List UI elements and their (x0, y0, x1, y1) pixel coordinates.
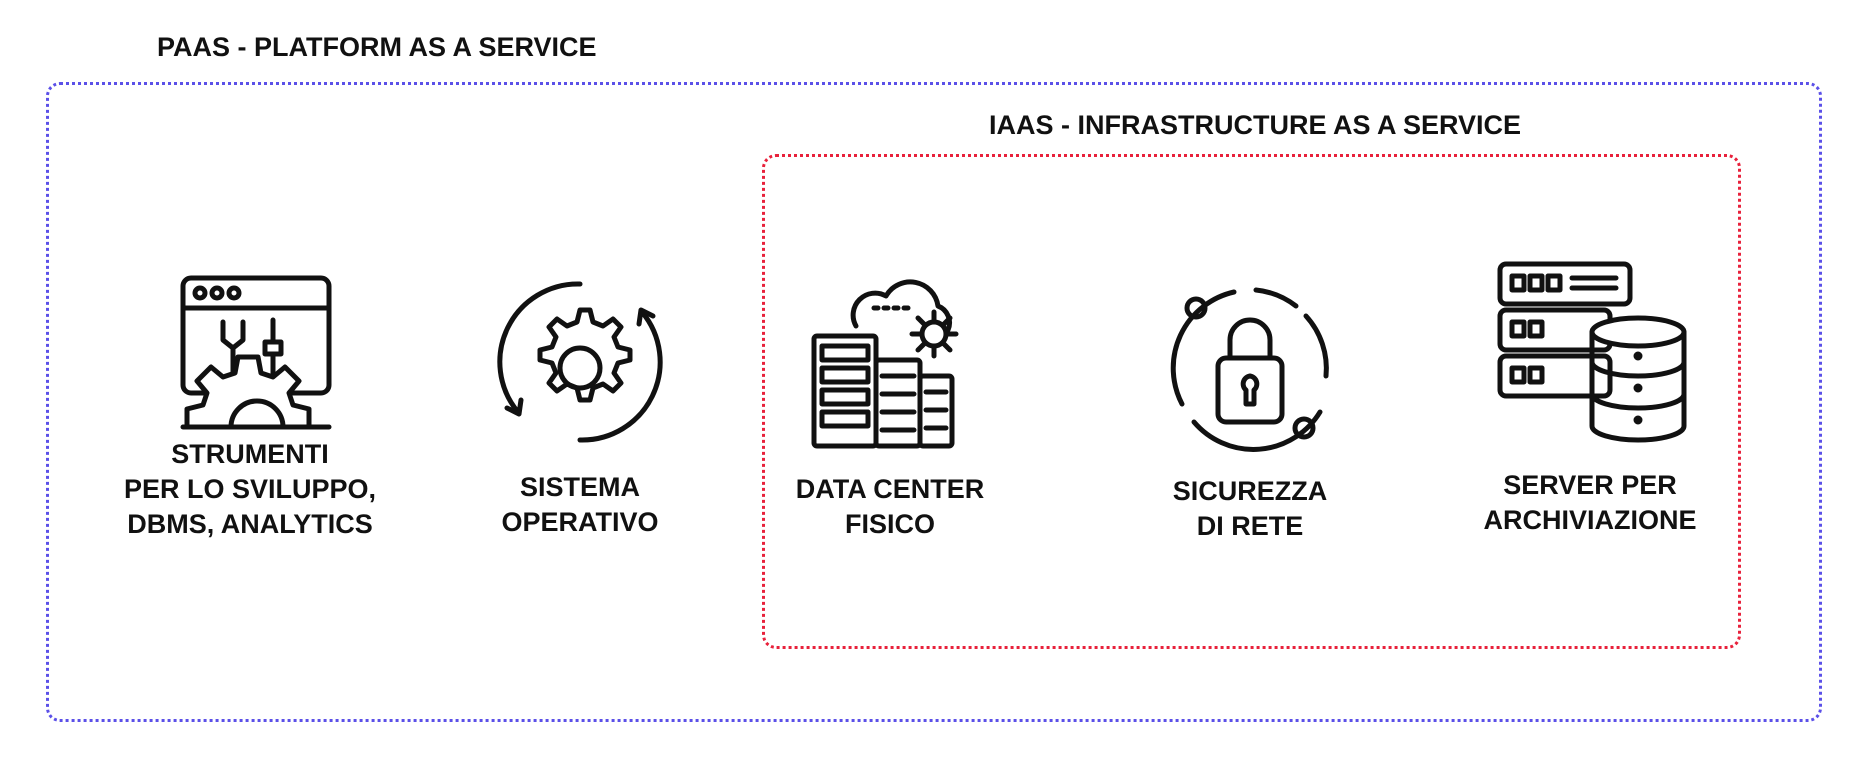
gear-cycle-icon (497, 281, 663, 443)
item-dev-tools: STRUMENTI PER LO SVILUPPO, DBMS, ANALYTI… (90, 272, 410, 542)
item-label: SERVER PER ARCHIVIAZIONE (1483, 470, 1697, 535)
dev-tools-window-icon (180, 275, 332, 430)
item-label: STRUMENTI PER LO SVILUPPO, DBMS, ANALYTI… (123, 439, 377, 539)
item-operating-system: SISTEMA OPERATIVO (440, 270, 720, 540)
paas-group-box (46, 82, 1822, 722)
item-label: DATA CENTER FISICO (795, 474, 985, 539)
item-label: SISTEMA OPERATIVO (501, 472, 659, 537)
padlock-network-icon (1170, 287, 1329, 452)
data-center-cloud-icon (811, 279, 959, 449)
iaas-title: IAAS - INFRASTRUCTURE AS A SERVICE (989, 110, 1522, 140)
item-data-center: DATA CENTER FISICO (770, 272, 1010, 542)
paas-title: PAAS - PLATFORM AS A SERVICE (157, 32, 597, 62)
item-network-security: SICUREZZA DI RETE (1130, 278, 1370, 544)
iaas-group-box (762, 154, 1741, 649)
item-label: SICUREZZA DI RETE (1172, 476, 1328, 541)
server-database-icon (1497, 261, 1687, 443)
item-storage-servers: SERVER PER ARCHIVIAZIONE (1450, 258, 1730, 538)
